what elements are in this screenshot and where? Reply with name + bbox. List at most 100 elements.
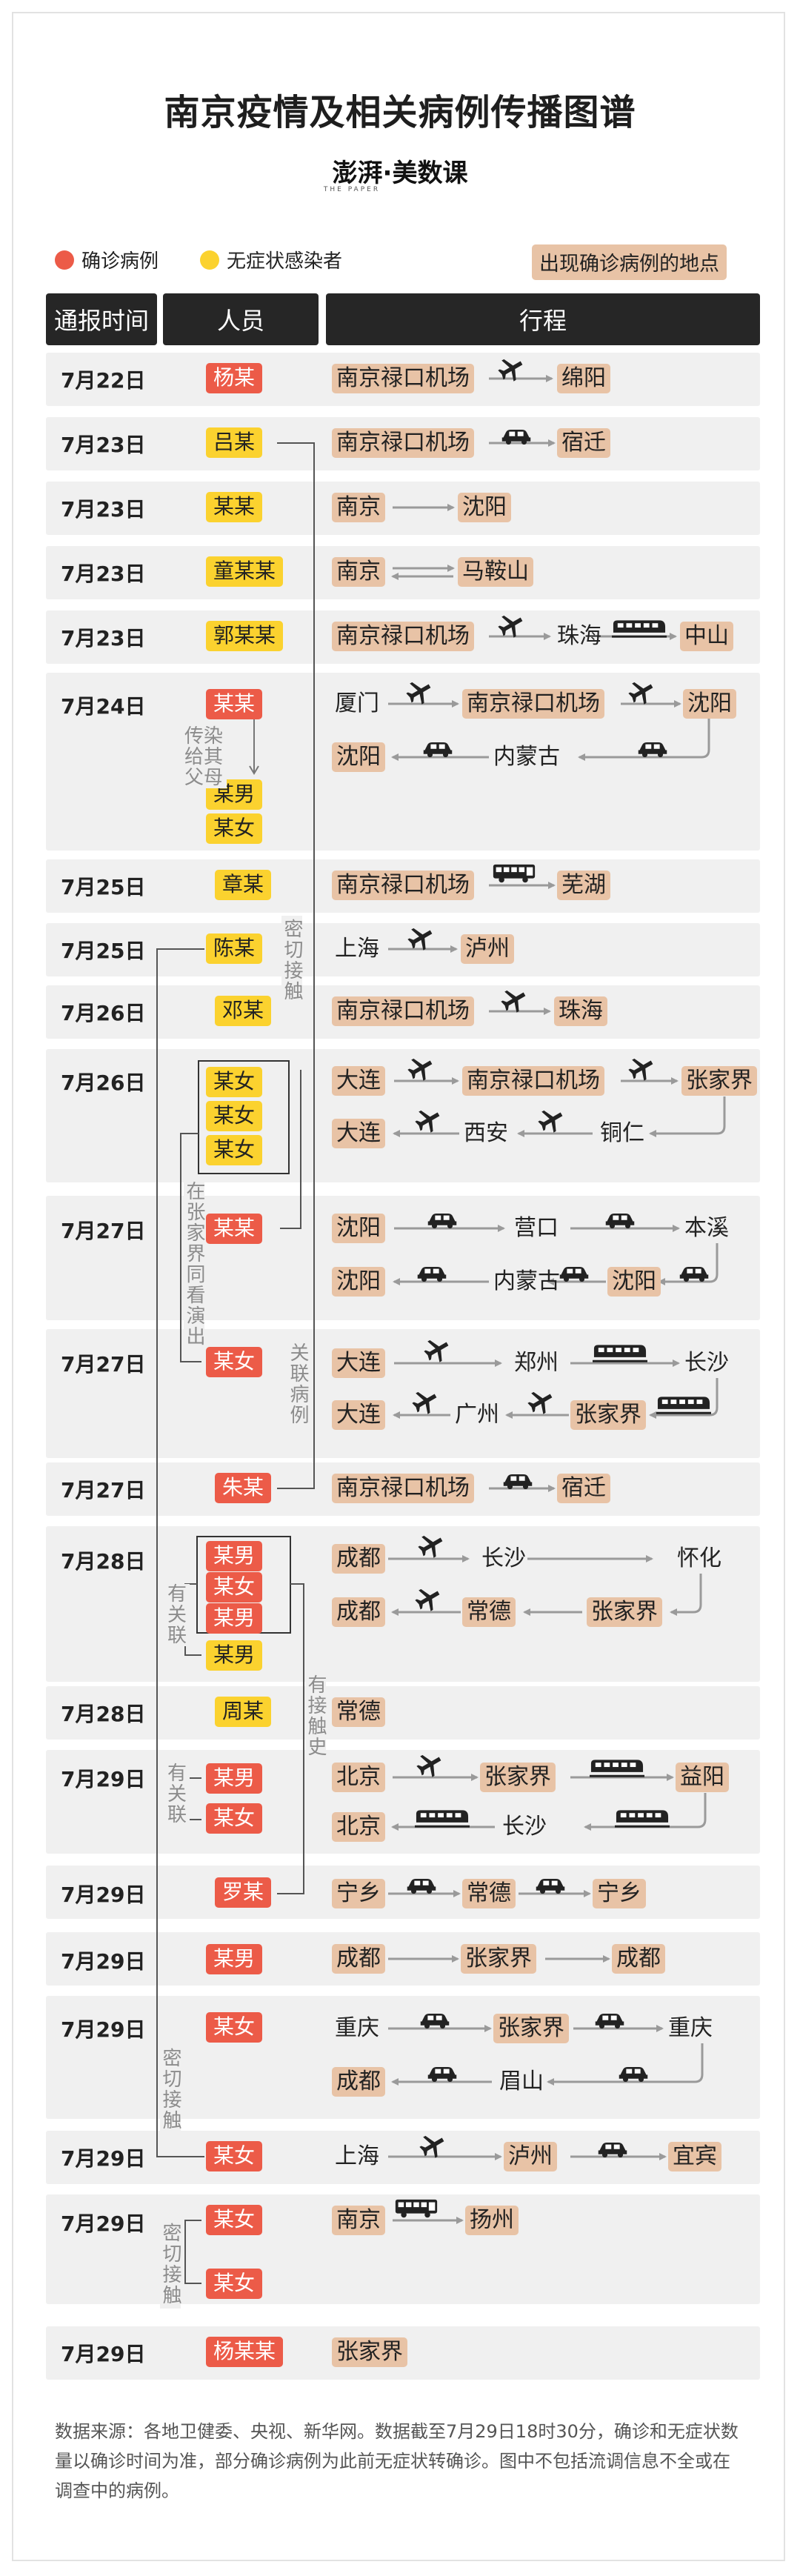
brand-logo: 澎湃·美数课 THE PAPER	[0, 153, 800, 193]
note-close-contact: 密切接触	[159, 2220, 181, 2309]
place-confirmed: 沈阳	[458, 493, 511, 522]
person-confirmed: 某女	[206, 1572, 263, 1602]
place-confirmed: 张家界	[681, 1066, 757, 1096]
header-route: 行程	[326, 293, 760, 345]
place-confirmed: 张家界	[493, 2014, 569, 2043]
place-confirmed: 成都	[332, 2067, 385, 2097]
place-confirmed: 绵阳	[557, 364, 610, 393]
row-bg	[46, 1049, 760, 1182]
place-confirmed: 南京禄口机场	[332, 428, 474, 458]
place-confirmed: 南京禄口机场	[462, 1066, 604, 1096]
person-asymptomatic: 某女	[206, 813, 263, 844]
note-close-contact: 密切接触	[281, 916, 303, 1005]
person-confirmed: 罗某	[215, 1877, 272, 1908]
place-confirmed: 中山	[680, 622, 733, 651]
note-contact-history: 有接触史	[304, 1671, 327, 1760]
place-confirmed: 北京	[332, 1763, 385, 1792]
person-asymptomatic: 某男	[206, 1640, 263, 1671]
place-plain: 厦门	[335, 690, 379, 716]
place-confirmed: 南京	[332, 2206, 385, 2235]
person-confirmed: 某女	[206, 1347, 263, 1377]
place-confirmed: 南京禄口机场	[332, 1474, 474, 1503]
place-plain: 上海	[335, 936, 379, 962]
place-confirmed: 沈阳	[332, 1214, 385, 1243]
row-bg	[46, 1196, 760, 1320]
row-date: 7月29日	[61, 2146, 146, 2171]
place-plain: 上海	[335, 2143, 379, 2169]
person-asymptomatic: 陈某	[206, 933, 263, 964]
brand-name: 澎湃·美数课	[332, 159, 468, 188]
place-confirmed: 成都	[612, 1944, 665, 1974]
place-confirmed: 成都	[332, 1597, 385, 1627]
row-date: 7月22日	[61, 368, 146, 393]
legend-confirmed-label: 确诊病例	[81, 250, 159, 273]
row-date: 7月26日	[61, 1071, 146, 1095]
person-confirmed: 某男	[206, 1603, 263, 1634]
person-asymptomatic: 章某	[215, 870, 272, 900]
legend-location: 出现确诊病例的地点	[532, 244, 727, 280]
place-confirmed: 张家界	[480, 1763, 556, 1792]
place-confirmed: 南京禄口机场	[332, 996, 474, 1026]
row-date: 7月27日	[61, 1478, 146, 1502]
place-plain: 广州	[455, 1402, 499, 1428]
legend-confirmed: 确诊病例	[55, 246, 159, 273]
place-confirmed: 南京禄口机场	[462, 689, 604, 719]
place-confirmed: 常德	[332, 1697, 385, 1727]
row-date: 7月26日	[61, 1001, 146, 1025]
place-confirmed: 沈阳	[332, 742, 385, 772]
note-related: 有关联	[164, 1763, 190, 1826]
place-plain: 长沙	[481, 1545, 526, 1571]
place-plain: 西安	[464, 1120, 508, 1146]
person-asymptomatic: 某某	[206, 492, 263, 522]
place-confirmed: 张家界	[461, 1944, 536, 1974]
place-confirmed: 大连	[332, 1066, 385, 1096]
place-plain: 珠海	[557, 623, 601, 649]
note-zhangjiajie-show: 在张家界同看演出	[183, 1178, 205, 1350]
row-date: 7月27日	[61, 1219, 146, 1243]
place-plain: 营口	[514, 1215, 559, 1241]
person-asymptomatic: 某女	[206, 1135, 263, 1165]
person-confirmed: 某某	[206, 689, 263, 719]
place-plain: 怀化	[677, 1545, 721, 1571]
row-bg	[46, 546, 760, 599]
note-close-contact: 密切接触	[159, 2045, 181, 2134]
place-confirmed: 宿迁	[557, 1474, 610, 1503]
place-confirmed: 常德	[462, 1597, 516, 1627]
person-asymptomatic: 吕某	[206, 427, 263, 458]
place-confirmed: 宿迁	[557, 428, 610, 458]
person-asymptomatic: 邓某	[215, 996, 272, 1026]
place-confirmed: 大连	[332, 1400, 385, 1430]
row-date: 7月23日	[61, 497, 146, 522]
place-confirmed: 大连	[332, 1119, 385, 1148]
row-date: 7月28日	[61, 1702, 146, 1726]
row-date: 7月29日	[61, 1949, 146, 1974]
person-asymptomatic: 童某某	[206, 556, 284, 587]
person-confirmed: 某女	[206, 2269, 263, 2299]
place-confirmed: 沈阳	[607, 1267, 661, 1297]
place-confirmed: 泸州	[461, 934, 514, 964]
person-asymptomatic: 郭某某	[206, 621, 284, 651]
row-date: 7月29日	[61, 1883, 146, 1907]
note-tell-parents: 传染给其父母	[181, 726, 227, 788]
place-confirmed: 南京	[332, 557, 385, 587]
note-related-case: 关联病例	[287, 1339, 309, 1428]
row-date: 7月23日	[61, 433, 146, 457]
place-confirmed: 成都	[332, 1544, 385, 1574]
place-confirmed: 北京	[332, 1812, 385, 1842]
person-confirmed: 某女	[206, 2012, 263, 2043]
place-plain: 内蒙古	[493, 1268, 560, 1294]
person-asymptomatic: 某女	[206, 1067, 263, 1097]
place-plain: 郑州	[514, 1350, 559, 1376]
place-confirmed: 南京禄口机场	[332, 622, 474, 651]
place-confirmed: 成都	[332, 1944, 385, 1974]
row-bg	[46, 1686, 760, 1740]
person-confirmed: 某男	[206, 1944, 263, 1974]
place-plain: 长沙	[502, 1814, 547, 1840]
row-date: 7月25日	[61, 939, 146, 963]
brand-sub: THE PAPER	[323, 186, 381, 193]
place-confirmed: 芜湖	[557, 871, 610, 900]
note-related: 有关联	[164, 1584, 190, 1646]
place-confirmed: 益阳	[676, 1763, 729, 1792]
place-confirmed: 大连	[332, 1348, 385, 1378]
legend-asymptomatic: 无症状感染者	[200, 246, 342, 273]
